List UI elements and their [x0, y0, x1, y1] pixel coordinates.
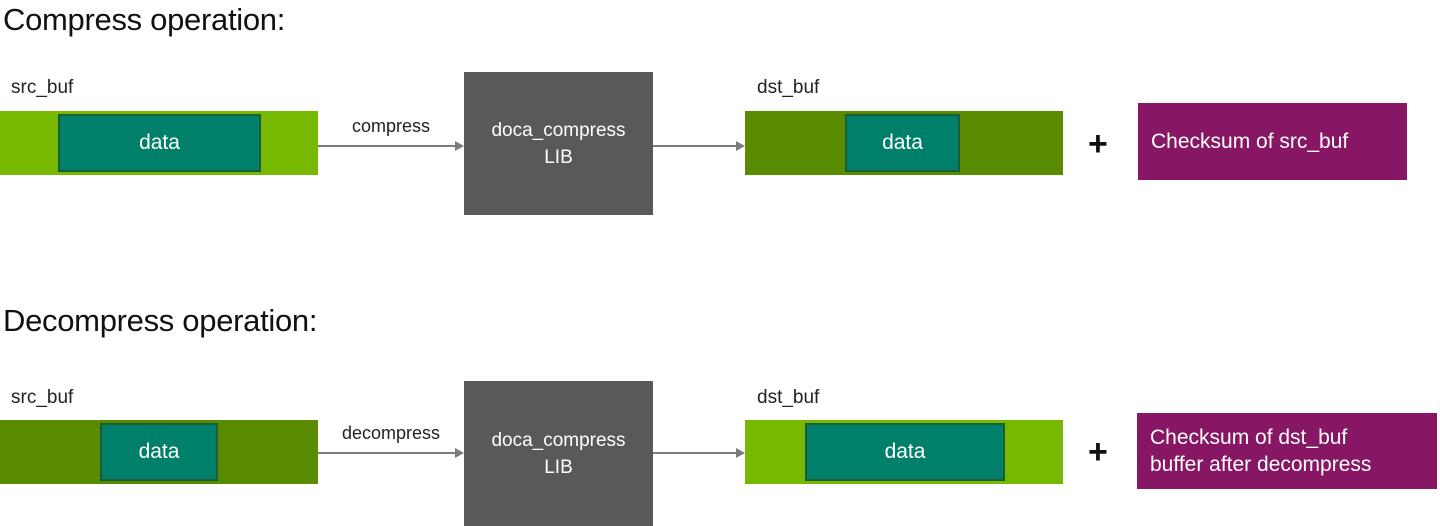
compress-src-buffer-bar: data	[0, 111, 318, 175]
decompress-src-buf-label: src_buf	[11, 387, 74, 408]
compress-arrow-label: compress	[351, 116, 431, 136]
compress-checksum-box: Checksum of src_buf	[1138, 103, 1407, 180]
decompress-src-data-label: data	[138, 440, 180, 463]
decompress-section-title: Decompress operation:	[3, 303, 318, 338]
compress-lib-suffix: LIB	[544, 146, 573, 168]
compress-dst-buf-label: dst_buf	[757, 77, 820, 98]
compress-input-arrow-icon	[318, 141, 464, 151]
decompress-dst-data-label: data	[884, 440, 926, 463]
decompress-lib-suffix: LIB	[544, 456, 573, 478]
decompress-checksum-box: Checksum of dst_buf buffer after decompr…	[1137, 413, 1437, 489]
decompress-output-arrow-icon	[653, 448, 745, 458]
decompress-dst-buf-label: dst_buf	[757, 387, 820, 408]
compress-dst-buffer-bar: data	[745, 111, 1063, 175]
compress-src-data-label: data	[139, 131, 180, 154]
decompress-dst-data-box: data	[805, 423, 1005, 481]
decompress-src-data-box: data	[100, 423, 218, 481]
compress-lib-name: doca_compress	[491, 119, 626, 141]
decompress-input-arrow-icon	[318, 448, 464, 458]
compress-src-buf-label: src_buf	[11, 77, 74, 98]
decompress-arrow-label: decompress	[341, 423, 441, 443]
decompress-dst-buffer-bar: data	[745, 420, 1063, 484]
decompress-lib-name: doca_compress	[491, 429, 626, 451]
decompress-checksum-text-line1: Checksum of dst_buf	[1150, 426, 1348, 449]
compress-checksum-text: Checksum of src_buf	[1151, 130, 1349, 153]
decompress-plus-sign: +	[1088, 433, 1108, 471]
compress-src-data-box: data	[58, 114, 261, 172]
compress-dst-data-box: data	[845, 114, 960, 172]
compress-output-arrow-icon	[653, 141, 745, 151]
compress-dst-data-label: data	[882, 131, 923, 154]
compress-section-title: Compress operation:	[3, 2, 286, 37]
compress-doca-lib-box: doca_compress LIB	[464, 72, 653, 215]
decompress-src-buffer-bar: data	[0, 420, 318, 484]
decompress-doca-lib-box: doca_compress LIB	[464, 381, 653, 526]
compress-plus-sign: +	[1088, 125, 1108, 163]
decompress-checksum-text-line2: buffer after decompress	[1150, 453, 1372, 476]
